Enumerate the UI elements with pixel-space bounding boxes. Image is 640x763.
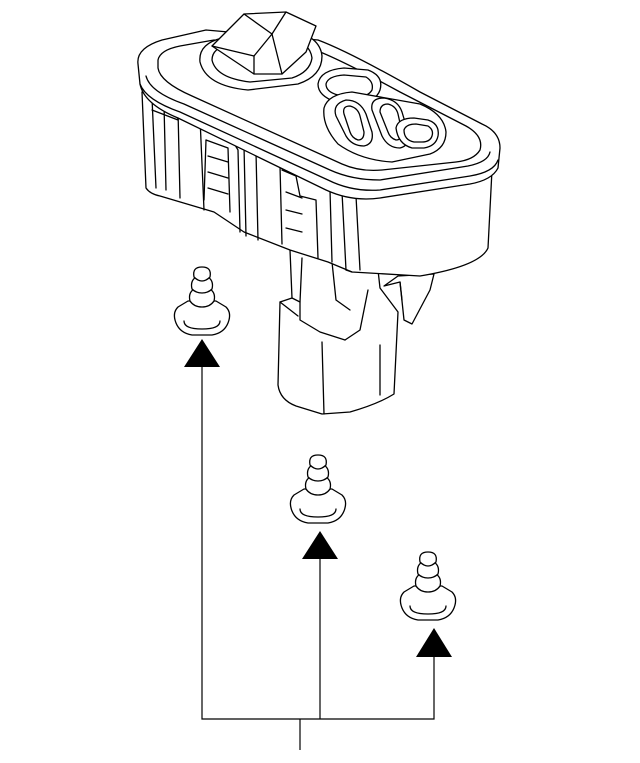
window-switch-assembly-icon xyxy=(137,11,501,415)
arrow-up-icon xyxy=(416,628,452,657)
arrow-up-icon xyxy=(302,531,338,559)
callout-leader-lines xyxy=(201,366,435,750)
arrow-up-icon xyxy=(184,339,220,367)
push-clip-icon xyxy=(289,454,347,524)
push-clip-icon xyxy=(173,266,231,336)
push-clip-icon xyxy=(399,551,457,621)
